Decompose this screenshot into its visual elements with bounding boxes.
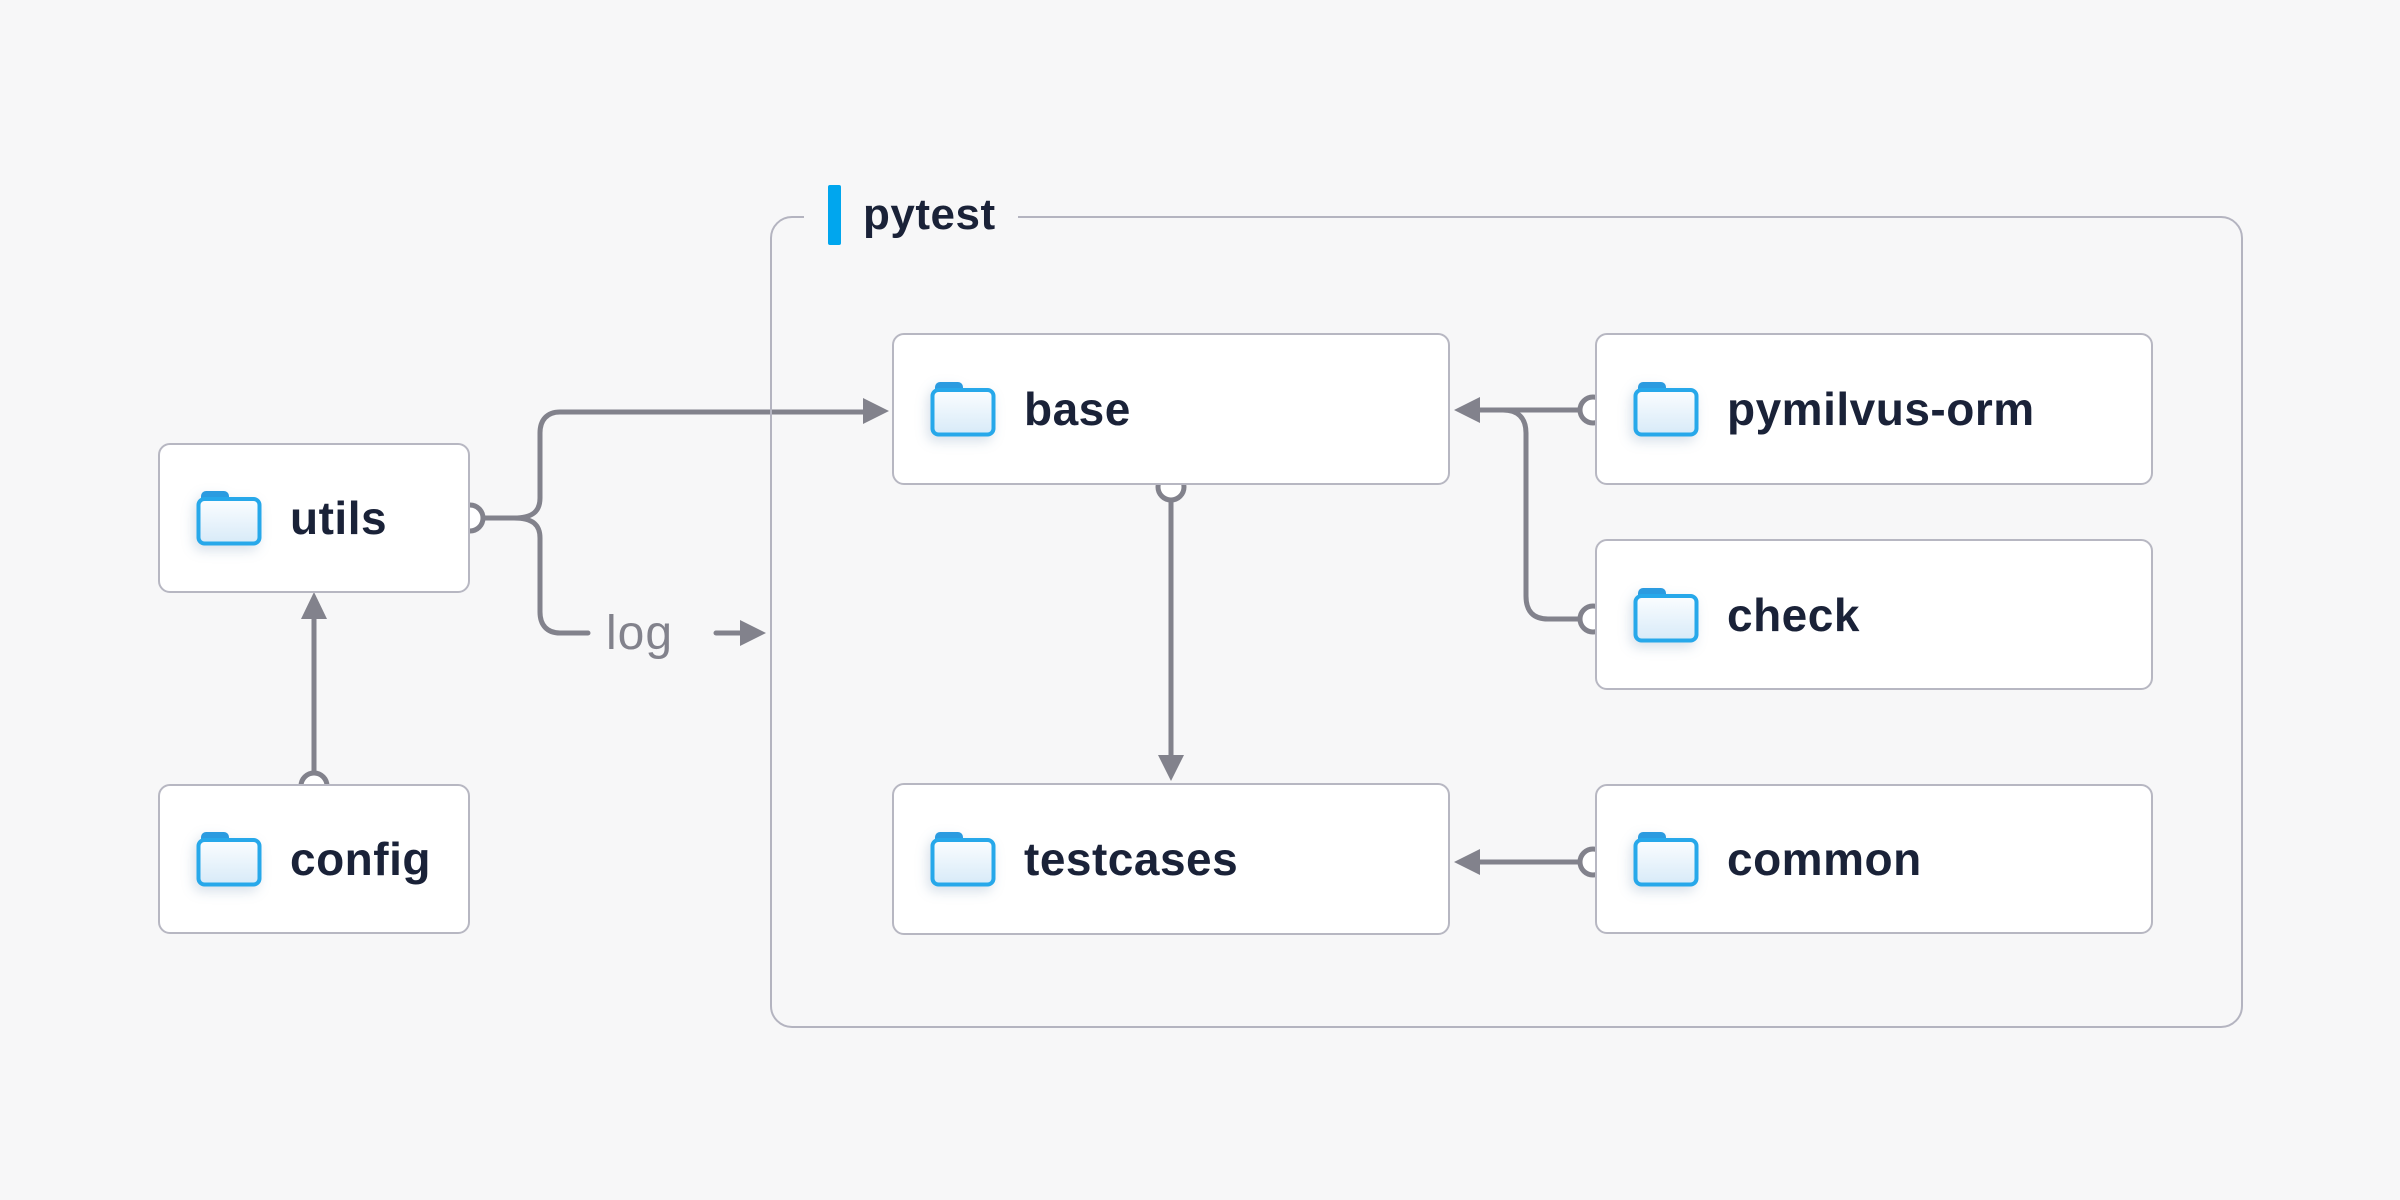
folder-icon xyxy=(930,382,996,437)
pytest-group-label: pytest xyxy=(804,184,1018,246)
node-base: base xyxy=(892,333,1450,485)
node-label: utils xyxy=(290,492,388,544)
node-label: base xyxy=(1024,383,1131,435)
accent-bar xyxy=(828,185,841,245)
node-label: check xyxy=(1727,588,1860,641)
node-testcases: testcases xyxy=(892,783,1450,935)
folder-icon xyxy=(1633,587,1699,642)
node-pymilvus-orm: pymilvus-orm xyxy=(1595,333,2153,485)
edge-config-utils xyxy=(298,592,330,802)
folder-icon xyxy=(1633,832,1699,887)
pytest-group-box xyxy=(770,216,2243,1028)
node-check: check xyxy=(1595,539,2153,690)
node-config: config xyxy=(158,784,470,934)
folder-icon xyxy=(196,491,262,546)
folder-icon xyxy=(1633,382,1699,437)
node-label: config xyxy=(290,833,431,885)
node-label: testcases xyxy=(1024,833,1239,885)
node-common: common xyxy=(1595,784,2153,934)
node-label: pymilvus-orm xyxy=(1727,383,2035,435)
log-edge-label: log xyxy=(606,607,674,660)
folder-icon xyxy=(196,832,262,887)
node-utils: utils xyxy=(158,443,470,593)
group-title: pytest xyxy=(863,190,996,239)
folder-icon xyxy=(930,832,996,887)
node-label: common xyxy=(1727,833,1922,885)
